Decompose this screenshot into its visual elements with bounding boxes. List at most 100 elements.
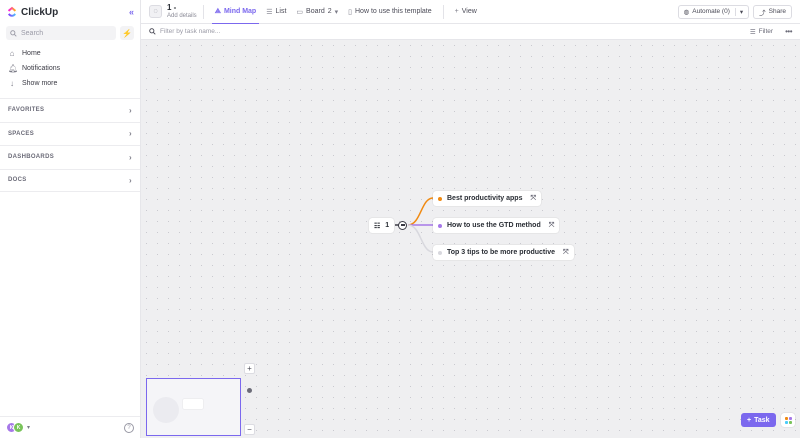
nav-item-notifications[interactable]: 🔔︎ Notifications	[0, 61, 140, 76]
more-options-icon[interactable]: •••	[785, 27, 792, 36]
chevron-right-icon: ›	[129, 175, 132, 185]
nav-item-home[interactable]: ⌂ Home	[0, 46, 140, 61]
tab-list[interactable]: ☰ List	[261, 0, 291, 24]
share-button[interactable]: ⤴ Share	[753, 4, 792, 19]
add-view-label: View	[461, 8, 477, 15]
caret-down-icon: ▾	[27, 425, 31, 431]
share-icon: ⤴	[759, 9, 766, 17]
avatar: K	[13, 422, 24, 433]
minimap-node-preview	[183, 399, 203, 409]
chevron-right-icon: ›	[129, 105, 132, 115]
tab-board[interactable]: ▭ Board 2 ▾	[291, 0, 343, 24]
clickup-logo-icon	[7, 6, 17, 17]
tab-label: Mind Map	[223, 8, 257, 15]
mind-map-node[interactable]: Top 3 tips to be more productive ⤧	[433, 245, 574, 260]
section-docs[interactable]: DOCS ›	[0, 168, 140, 192]
list-status-icon[interactable]: ◌	[149, 5, 162, 18]
automate-button[interactable]: ◍ Automate (0) ▾	[677, 4, 750, 19]
nav-label: Show more	[22, 80, 58, 87]
workspace-switcher[interactable]: K K ▾	[6, 422, 30, 433]
connector-lines	[395, 197, 434, 253]
apps-grid-icon[interactable]	[781, 413, 795, 427]
add-view-button[interactable]: + View	[450, 0, 482, 24]
status-dot	[438, 250, 442, 255]
help-icon[interactable]: ?	[124, 422, 134, 433]
sidebar-footer: K K ▾ ?	[0, 416, 140, 438]
search-row: Search ⚡	[0, 24, 140, 42]
filter-icon: ☰	[749, 28, 756, 36]
root-node[interactable]: ☷ 1	[369, 218, 395, 233]
tab-label: List	[275, 8, 287, 15]
nav-label: Home	[22, 50, 41, 57]
status-dot	[438, 223, 442, 228]
collapse-sidebar-icon[interactable]: «	[128, 7, 134, 17]
status-dot	[438, 196, 442, 201]
section-favorites[interactable]: FAVORITES ›	[0, 98, 140, 122]
expand-icon[interactable]: ⤧	[563, 248, 569, 256]
root-label: 1	[385, 222, 390, 229]
add-task-button[interactable]: + Task	[741, 413, 776, 427]
sidebar: ClickUp « Search ⚡ ⌂ Home 🔔︎ Notificatio…	[0, 0, 141, 438]
node-label: Top 3 tips to be more productive	[447, 249, 555, 256]
view-header: ◌ 1 - Add details ⟁ Mind Map ☰ List ▭ Bo…	[141, 0, 800, 25]
chevron-down-icon[interactable]: ▾	[734, 7, 743, 16]
chevron-down-icon: ▾	[334, 8, 339, 16]
node-label: Best productivity apps	[447, 195, 523, 202]
minimap-shape	[153, 397, 179, 423]
share-label: Share	[768, 8, 786, 15]
zoom-slider-handle[interactable]	[247, 388, 252, 393]
search-input[interactable]: Search	[6, 26, 116, 40]
plus-icon: +	[747, 416, 752, 424]
mind-map-node[interactable]: How to use the GTD method ⤧	[433, 218, 560, 233]
logo-row: ClickUp «	[0, 0, 140, 24]
list-icon: ☷	[374, 222, 381, 230]
expand-icon[interactable]: ⤧	[530, 194, 537, 202]
header-actions: ◍ Automate (0) ▾ ⤴ Share	[677, 4, 792, 19]
zoom-out-button[interactable]: −	[244, 424, 255, 435]
board-icon: ▭	[296, 8, 304, 16]
automate-label: Automate (0)	[692, 8, 730, 15]
plus-icon: +	[454, 8, 459, 15]
tab-count-badge: 2	[327, 8, 332, 15]
collapse-node-icon[interactable]	[398, 220, 407, 230]
chevron-right-icon: ›	[129, 152, 132, 162]
section-spaces[interactable]: SPACES ›	[0, 121, 140, 146]
search-placeholder: Search	[21, 29, 44, 37]
chevron-right-icon: ›	[129, 129, 132, 139]
arrow-down-icon: ↓	[10, 79, 14, 88]
list-title-block[interactable]: 1 - Add details	[167, 2, 197, 19]
minimap[interactable]	[146, 378, 241, 436]
section-dashboards[interactable]: DASHBOARDS ›	[0, 145, 140, 169]
list-icon: ☰	[266, 8, 273, 16]
task-label: Task	[754, 416, 770, 424]
bell-icon: 🔔︎	[8, 64, 19, 73]
page-title: 1 -	[167, 2, 177, 12]
search-icon	[149, 28, 156, 35]
logo-text: ClickUp	[21, 6, 59, 18]
tab-how-to-use[interactable]: ▯ How to use this template	[343, 0, 437, 24]
filter-task-input[interactable]	[160, 28, 746, 35]
mind-map-icon: ⟁	[214, 7, 221, 15]
divider	[442, 4, 444, 19]
doc-icon: ▯	[348, 8, 352, 16]
mind-map-canvas[interactable]: ☷ 1 Best productivity apps ⤧ How to use …	[141, 40, 800, 438]
section-label: SPACES	[8, 130, 35, 137]
divider	[202, 4, 204, 19]
lightning-icon[interactable]: ⚡	[120, 26, 134, 40]
section-label: DOCS	[8, 177, 27, 184]
nav-item-show-more[interactable]: ↓ Show more	[0, 76, 140, 91]
section-label: DASHBOARDS	[8, 154, 55, 161]
add-details-link[interactable]: Add details	[167, 12, 197, 19]
tab-label: Board	[306, 8, 325, 15]
zoom-in-button[interactable]: +	[244, 363, 255, 374]
tab-mind-map[interactable]: ⟁ Mind Map	[210, 0, 262, 25]
filter-button[interactable]: ☰ Filter	[750, 28, 773, 36]
mind-map-node[interactable]: Best productivity apps ⤧	[433, 191, 542, 206]
section-label: FAVORITES	[8, 107, 45, 114]
tab-label: How to use this template	[355, 8, 432, 15]
node-label: How to use the GTD method	[447, 222, 541, 229]
robot-icon: ◍	[683, 8, 690, 16]
expand-icon[interactable]: ⤧	[548, 221, 555, 229]
filter-label: Filter	[758, 28, 774, 35]
filter-bar: ☰ Filter •••	[141, 24, 800, 40]
